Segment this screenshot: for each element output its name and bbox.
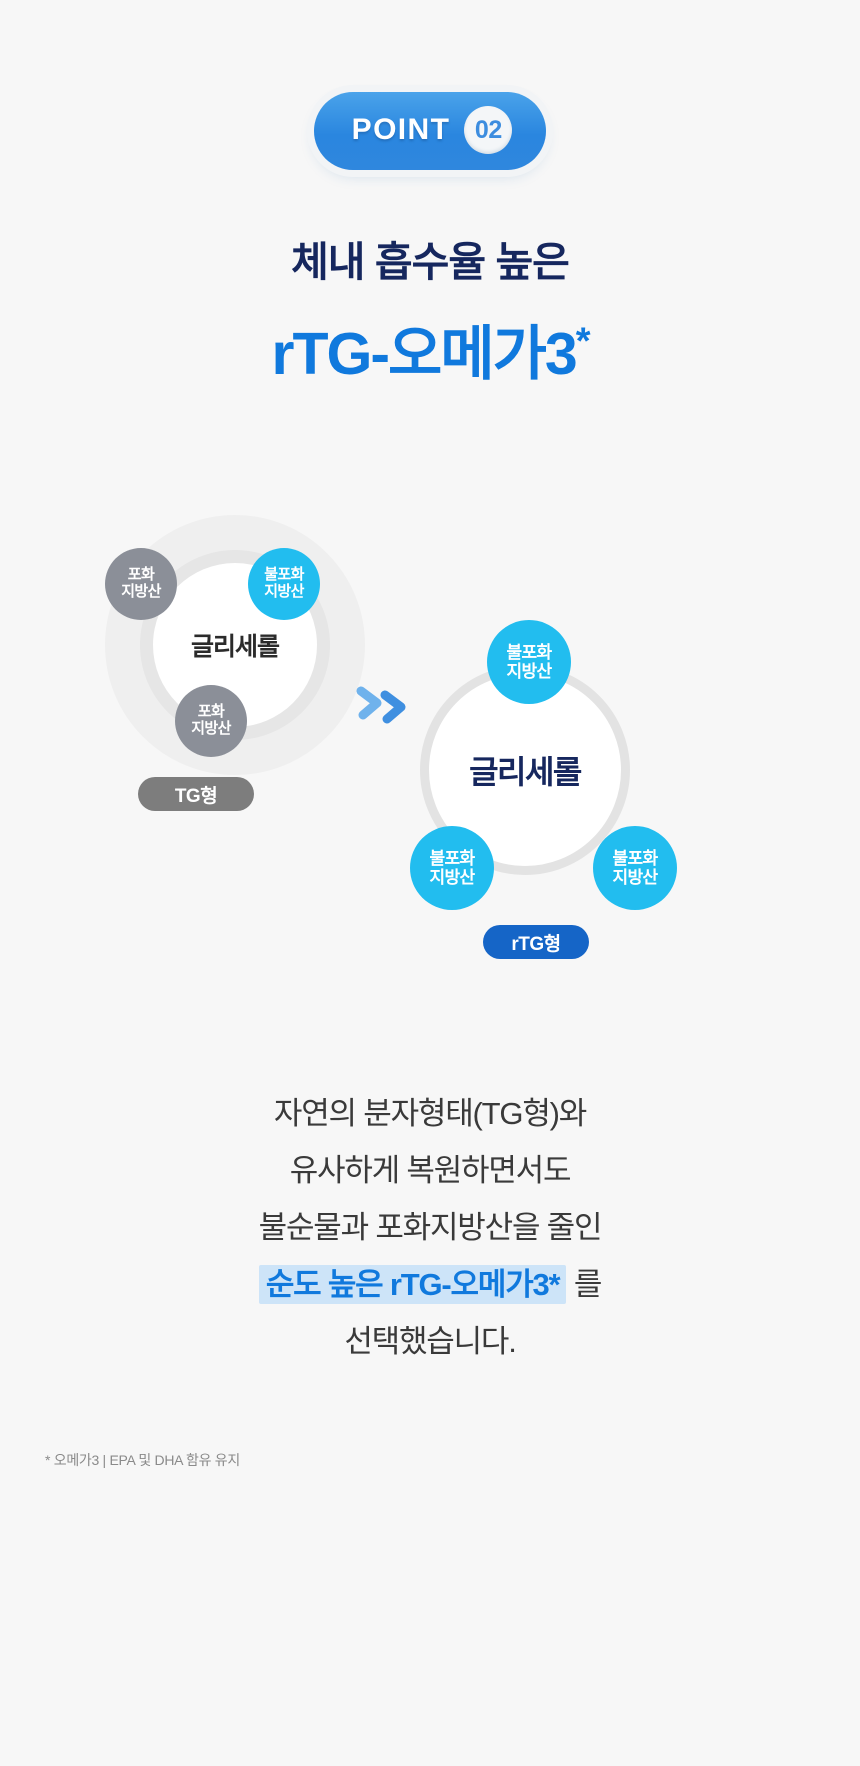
- body-line-2: 유사하게 복원하면서도: [289, 1153, 572, 1188]
- rtg-type-tag: rTG형: [483, 925, 589, 959]
- tg-bubble-unsaturated-top-right: 불포화 지방산: [248, 548, 320, 620]
- molecule-diagram: 글리세롤 포화 지방산 불포화 지방산 포화 지방산 TG형: [0, 495, 860, 1025]
- tg-bubble-b-line2: 지방산: [191, 720, 231, 737]
- rtg-bubble-unsaturated-bottom-right: 불포화 지방산: [593, 826, 677, 910]
- rtg-bubble-t-line2: 지방산: [506, 662, 552, 681]
- footnote-text: * 오메가3 | EPA 및 DHA 함유 유지: [45, 1452, 240, 1468]
- body-line-4-suffix: 를: [573, 1267, 603, 1302]
- heading-line-2-text: rTG-오메가3: [271, 321, 578, 387]
- tg-type-tag: TG형: [138, 777, 254, 811]
- heading-line-2: rTG-오메가3*: [0, 306, 860, 391]
- tg-bubble-tr-line1: 불포화: [264, 566, 304, 584]
- point-badge-container: POINT 02: [0, 92, 860, 170]
- body-line-5: 선택했습니다.: [344, 1324, 517, 1359]
- tg-bubble-saturated-bottom: 포화 지방산: [175, 685, 247, 757]
- tg-bubble-tl-line1: 포화: [127, 566, 155, 584]
- rtg-bubble-unsaturated-bottom-left: 불포화 지방산: [410, 826, 494, 910]
- point-badge-label: POINT: [351, 113, 451, 146]
- rtg-bubble-br-line2: 지방산: [612, 868, 658, 887]
- point-badge-number: 02: [464, 106, 513, 154]
- rtg-bubble-bl-line1: 불포화: [429, 848, 475, 868]
- tg-molecule-group: 글리세롤 포화 지방산 불포화 지방산 포화 지방산 TG형: [95, 505, 395, 835]
- rtg-center-label: 글리세롤: [469, 754, 582, 790]
- tg-bubble-tr-line2: 지방산: [264, 583, 304, 600]
- rtg-molecule-group: 글리세롤 불포화 지방산 불포화 지방산 불포화 지방산 rTG형: [405, 620, 705, 1010]
- body-copy: 자연의 분자형태(TG형)와 유사하게 복원하면서도 불순물과 포화지방산을 줄…: [0, 1085, 860, 1370]
- body-highlight-text: 순도 높은 rTG-오메가3*: [258, 1265, 567, 1304]
- tg-center-label: 글리세롤: [190, 633, 280, 661]
- tg-bubble-b-line1: 포화: [197, 703, 225, 721]
- point-badge: POINT 02: [313, 92, 547, 170]
- rtg-bubble-bl-line2: 지방산: [429, 868, 475, 887]
- rtg-bubble-br-line1: 불포화: [612, 848, 658, 868]
- double-chevron-right-icon: [355, 685, 425, 733]
- heading-superscript-asterisk: *: [575, 320, 591, 363]
- tg-bubble-tl-line2: 지방산: [121, 583, 161, 600]
- heading-line-1: 체내 흡수율 높은: [291, 239, 570, 285]
- body-line-3: 불순물과 포화지방산을 줄인: [258, 1210, 603, 1245]
- body-line-1: 자연의 분자형태(TG형)와: [273, 1096, 587, 1131]
- rtg-bubble-unsaturated-top: 불포화 지방산: [487, 620, 571, 704]
- body-line-4: 순도 높은 rTG-오메가3* 를: [0, 1256, 860, 1313]
- rtg-bubble-t-line1: 불포화: [506, 642, 552, 662]
- tg-bubble-saturated-top-left: 포화 지방산: [105, 548, 177, 620]
